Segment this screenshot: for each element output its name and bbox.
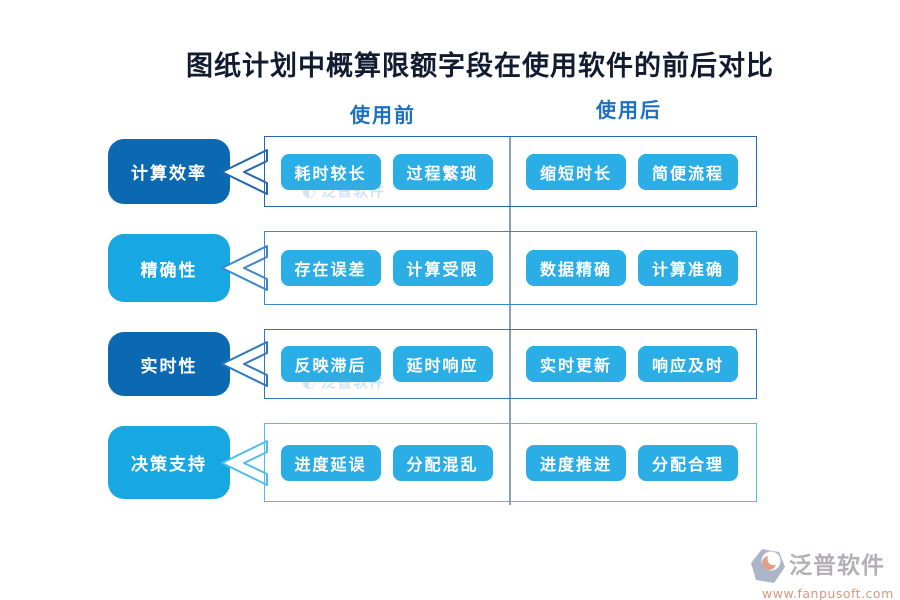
category-box-accuracy: 精确性 bbox=[108, 234, 230, 302]
page-title: 图纸计划中概算限额字段在使用软件的前后对比 bbox=[186, 51, 774, 82]
item-tag: 延时响应 bbox=[392, 346, 493, 382]
category-box-realtime: 实时性 bbox=[108, 332, 230, 396]
item-tag: 实时更新 bbox=[526, 346, 626, 382]
after-cell: 实时更新 响应及时 bbox=[508, 330, 756, 398]
before-cell: 耗时较长 过程繁琐 bbox=[265, 137, 508, 206]
item-tag: 响应及时 bbox=[638, 346, 738, 382]
item-tag: 耗时较长 bbox=[280, 153, 381, 190]
before-cell: 反映滞后 延时响应 bbox=[265, 330, 508, 398]
footer-brand-block: 泛普软件 www.fanpusoft.com bbox=[750, 548, 894, 600]
item-tag: 进度延误 bbox=[280, 444, 381, 481]
item-tag: 反映滞后 bbox=[280, 346, 381, 382]
item-tag: 计算受限 bbox=[392, 250, 493, 286]
column-header-after: 使用后 bbox=[596, 98, 662, 122]
footer-brand-name: 泛普软件 bbox=[789, 552, 885, 579]
category-box-decision-support: 决策支持 bbox=[108, 426, 230, 499]
comparison-row: 实时性 反映滞后 延时响应 实时更新 响应及时 bbox=[0, 329, 900, 399]
after-cell: 缩短时长 简便流程 bbox=[508, 137, 756, 206]
item-tag: 存在误差 bbox=[280, 250, 381, 286]
comparison-row: 决策支持 进度延误 分配混乱 进度推进 分配合理 bbox=[0, 423, 900, 502]
row-content-box: 存在误差 计算受限 数据精确 计算准确 bbox=[264, 231, 757, 305]
column-divider-line bbox=[509, 136, 511, 505]
fanpu-logo-icon bbox=[751, 549, 785, 583]
arrow-left-icon bbox=[221, 341, 269, 387]
item-tag: 分配混乱 bbox=[392, 444, 493, 481]
item-tag: 计算准确 bbox=[638, 250, 738, 286]
category-box-calculation-efficiency: 计算效率 bbox=[108, 139, 230, 204]
footer-url: www.fanpusoft.com bbox=[762, 586, 894, 600]
item-tag: 过程繁琐 bbox=[392, 153, 493, 190]
row-content-box: 进度延误 分配混乱 进度推进 分配合理 bbox=[264, 423, 757, 502]
item-tag: 分配合理 bbox=[638, 444, 738, 481]
item-tag: 数据精确 bbox=[526, 250, 626, 286]
arrow-left-icon bbox=[221, 245, 269, 291]
item-tag: 进度推进 bbox=[526, 444, 626, 481]
comparison-row: 计算效率 耗时较长 过程繁琐 缩短时长 简便流程 bbox=[0, 136, 900, 207]
before-cell: 进度延误 分配混乱 bbox=[265, 424, 508, 501]
after-cell: 进度推进 分配合理 bbox=[508, 424, 756, 501]
before-cell: 存在误差 计算受限 bbox=[265, 232, 508, 304]
row-content-box: 耗时较长 过程繁琐 缩短时长 简便流程 bbox=[264, 136, 757, 207]
item-tag: 缩短时长 bbox=[526, 153, 626, 190]
comparison-row: 精确性 存在误差 计算受限 数据精确 计算准确 bbox=[0, 231, 900, 305]
item-tag: 简便流程 bbox=[638, 153, 738, 190]
after-cell: 数据精确 计算准确 bbox=[508, 232, 756, 304]
arrow-left-icon bbox=[221, 148, 269, 195]
row-content-box: 反映滞后 延时响应 实时更新 响应及时 bbox=[264, 329, 757, 399]
column-header-before: 使用前 bbox=[350, 103, 416, 127]
arrow-left-icon bbox=[221, 439, 269, 486]
